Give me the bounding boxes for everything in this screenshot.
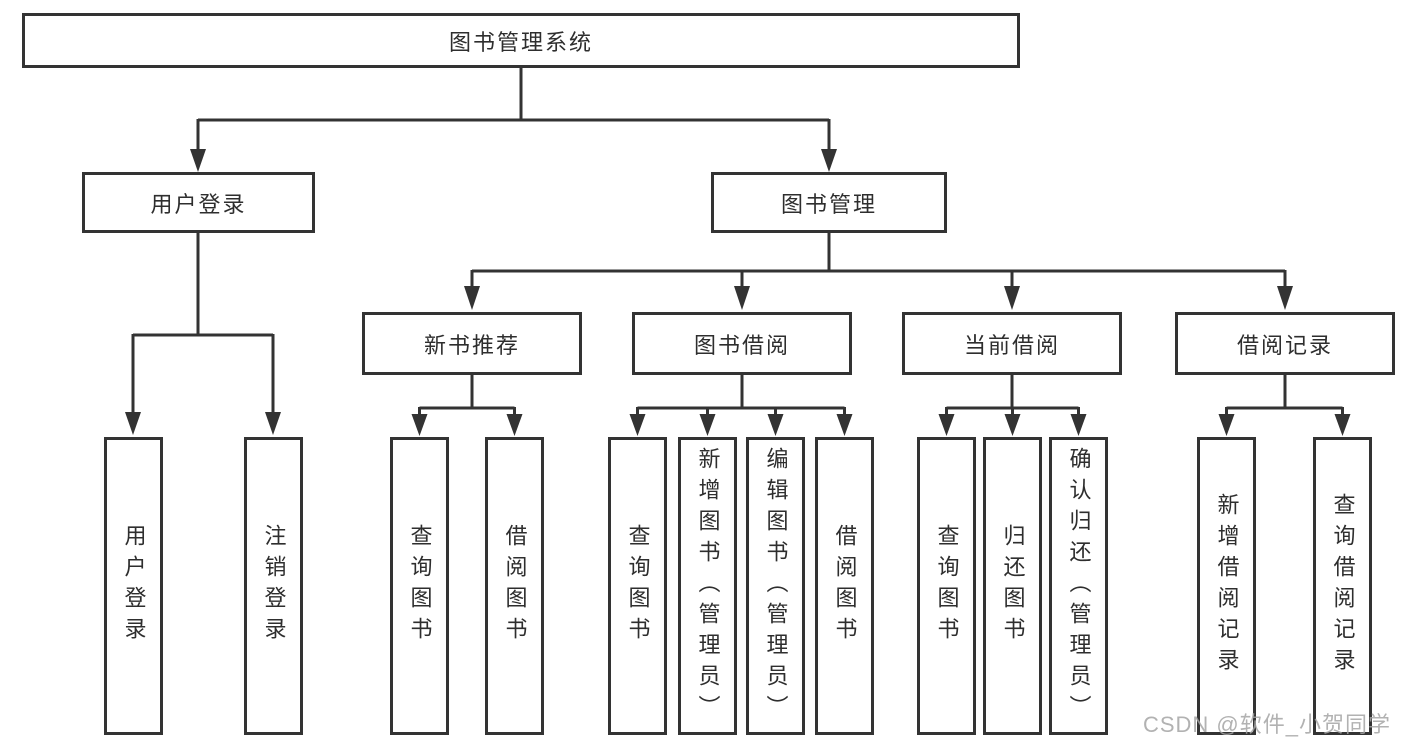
leaf-confirm-return-admin: 确认归还（管理员） — [1049, 437, 1108, 735]
node-label: 图书借阅 — [693, 332, 790, 358]
node-label: 新增图书（管理员） — [695, 446, 721, 726]
edges-book-borrow — [629, 375, 853, 436]
csdn-watermark: CSDN @软件_小贺同学 — [1142, 712, 1391, 737]
node-label: 借阅记录 — [1236, 332, 1333, 358]
node-label: 借阅图书 — [832, 524, 858, 648]
leaf-borrow-books-recommend: 借阅图书 — [485, 437, 544, 735]
leaf-edit-books-admin: 编辑图书（管理员） — [746, 437, 805, 735]
node-label: 用户登录 — [121, 524, 147, 648]
leaf-query-books-borrow: 查询图书 — [608, 437, 667, 735]
node-label: 借阅图书 — [502, 524, 528, 648]
edges-new-book-recommend — [411, 375, 523, 436]
leaf-query-books-current: 查询图书 — [917, 437, 976, 735]
leaf-user-login: 用户登录 — [104, 437, 163, 735]
edges-user-login — [125, 233, 281, 435]
node-label: 查询借阅记录 — [1330, 493, 1356, 679]
node-book-borrow: 图书借阅 — [632, 312, 852, 375]
node-label: 当前借阅 — [963, 332, 1060, 358]
leaf-borrow-books: 借阅图书 — [815, 437, 874, 735]
node-label: 编辑图书（管理员） — [763, 446, 789, 726]
edges-book-management — [464, 233, 1293, 310]
node-label: 用户登录 — [150, 191, 247, 217]
leaf-return-books: 归还图书 — [983, 437, 1042, 735]
node-label: 新书推荐 — [423, 332, 520, 358]
leaf-query-borrow-record: 查询借阅记录 — [1313, 437, 1372, 735]
node-label: 确认归还（管理员） — [1066, 446, 1092, 726]
node-new-book-recommend: 新书推荐 — [362, 312, 582, 375]
node-borrow-records: 借阅记录 — [1175, 312, 1395, 375]
leaf-query-books-recommend: 查询图书 — [390, 437, 449, 735]
node-label: 查询图书 — [934, 524, 960, 648]
leaf-add-borrow-record: 新增借阅记录 — [1197, 437, 1256, 735]
leaf-add-books-admin: 新增图书（管理员） — [678, 437, 737, 735]
node-label: 新增借阅记录 — [1214, 493, 1240, 679]
leaf-logout: 注销登录 — [244, 437, 303, 735]
node-label: 图书管理 — [780, 191, 877, 217]
node-user-login: 用户登录 — [82, 172, 315, 233]
edges-borrow-records — [1218, 375, 1351, 436]
edges-current-borrow — [938, 375, 1087, 436]
node-label: 注销登录 — [261, 524, 287, 648]
node-current-borrow: 当前借阅 — [902, 312, 1122, 375]
node-book-management: 图书管理 — [711, 172, 947, 233]
edges-root — [190, 68, 837, 172]
node-label: 图书管理系统 — [448, 29, 593, 55]
node-label: 查询图书 — [407, 524, 433, 648]
node-label: 查询图书 — [625, 524, 651, 648]
node-label: 归还图书 — [1000, 524, 1026, 648]
node-root-system: 图书管理系统 — [22, 13, 1020, 68]
